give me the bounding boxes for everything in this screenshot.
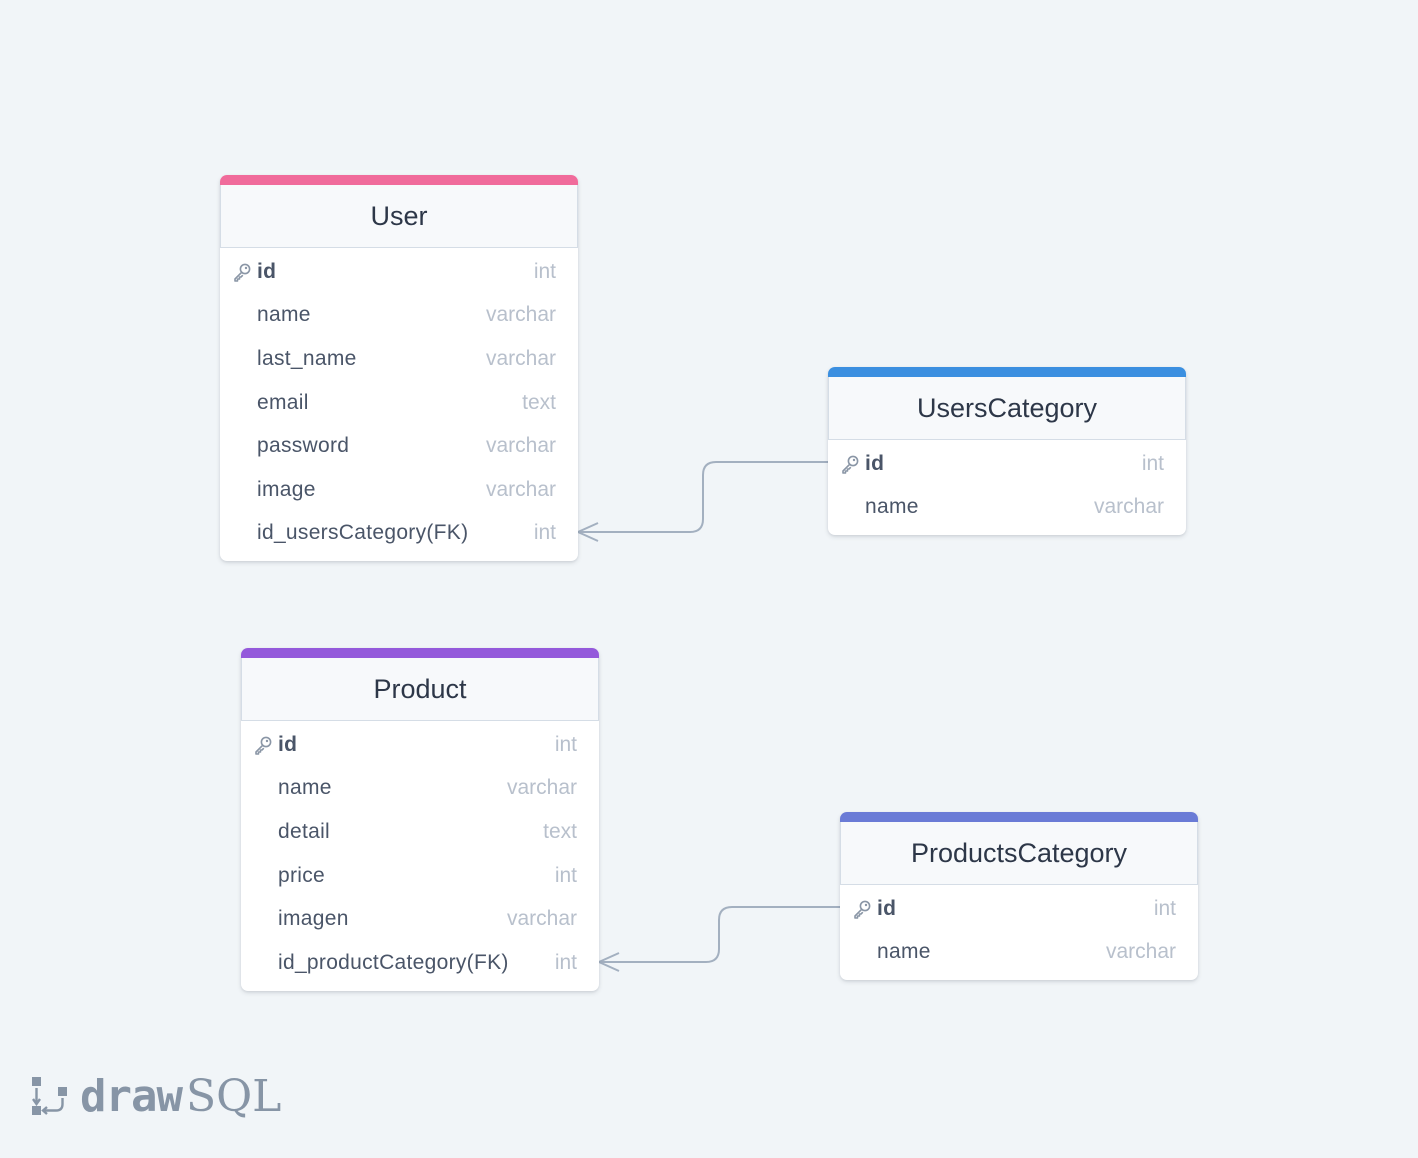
table-column-row[interactable]: id_productCategory(FK) int [241, 941, 599, 985]
table-title[interactable]: ProductsCategory [840, 822, 1198, 885]
table-accent-bar [840, 812, 1198, 822]
column-name: name [865, 495, 919, 519]
column-type: varchar [1093, 495, 1164, 519]
table-column-row[interactable]: id_usersCategory(FK) int [220, 512, 578, 556]
relation-product-productscategory[interactable] [599, 906, 840, 963]
column-type: int [554, 732, 577, 756]
relation-user-userscategory[interactable] [578, 461, 828, 533]
column-type: int [533, 521, 556, 545]
table-column-row[interactable]: name varchar [828, 486, 1186, 530]
column-name: id_usersCategory(FK) [257, 521, 469, 545]
drawsql-brand: draw SQL [30, 1070, 282, 1122]
key-icon [232, 262, 252, 282]
column-name: id [865, 451, 885, 475]
column-type: int [1141, 451, 1164, 475]
column-type: varchar [506, 907, 577, 931]
table-userscategory[interactable]: UsersCategory id int name varchar [828, 367, 1186, 536]
column-type: int [1153, 896, 1176, 920]
column-type: text [543, 819, 577, 843]
column-name: email [257, 390, 309, 414]
drawsql-logo-icon [32, 1077, 67, 1115]
table-columns: id int name varchar [840, 885, 1198, 980]
column-type: varchar [1105, 940, 1176, 964]
table-column-row[interactable]: email text [220, 381, 578, 425]
table-column-row[interactable]: name varchar [840, 931, 1198, 975]
column-type: int [554, 950, 577, 974]
key-icon [852, 899, 872, 919]
column-type: int [554, 863, 577, 887]
column-name: name [257, 303, 311, 327]
table-title[interactable]: User [220, 185, 578, 248]
table-productscategory[interactable]: ProductsCategory id int name varchar [840, 812, 1198, 981]
column-name: image [257, 477, 316, 501]
table-columns: id int name varchar detail text price int imagen… [241, 721, 599, 991]
key-icon [840, 454, 860, 474]
column-name: name [877, 940, 931, 964]
column-type: varchar [485, 346, 556, 370]
table-column-row[interactable]: imagen varchar [241, 897, 599, 941]
column-name: id [877, 896, 897, 920]
column-name: price [278, 863, 326, 887]
crowfoot-user-userscategory [575, 522, 599, 542]
table-column-row[interactable]: id int [828, 442, 1186, 486]
column-type: int [533, 259, 556, 283]
table-column-row[interactable]: password varchar [220, 424, 578, 468]
table-column-row[interactable]: id int [241, 723, 599, 767]
table-columns: id int name varchar [828, 440, 1186, 535]
column-name: detail [278, 819, 331, 843]
column-type: varchar [485, 477, 556, 501]
key-icon [253, 735, 273, 755]
table-accent-bar [220, 175, 578, 185]
table-column-row[interactable]: price int [241, 854, 599, 898]
table-column-row[interactable]: name varchar [241, 767, 599, 811]
column-name: id [257, 259, 277, 283]
column-type: varchar [506, 776, 577, 800]
column-name: password [257, 434, 350, 458]
column-name: id [278, 732, 298, 756]
table-column-row[interactable]: last_name varchar [220, 337, 578, 381]
table-accent-bar [828, 367, 1186, 377]
table-column-row[interactable]: image varchar [220, 468, 578, 512]
table-title[interactable]: Product [241, 658, 599, 721]
table-column-row[interactable]: id int [220, 250, 578, 294]
column-type: text [522, 390, 556, 414]
column-name: name [278, 776, 332, 800]
brand-word-draw: draw [80, 1070, 183, 1122]
column-name: imagen [278, 907, 349, 931]
column-type: varchar [485, 434, 556, 458]
table-column-row[interactable]: name varchar [220, 294, 578, 338]
table-column-row[interactable]: detail text [241, 810, 599, 854]
crowfoot-product-productscategory [596, 952, 620, 972]
column-name: id_productCategory(FK) [278, 950, 509, 974]
table-column-row[interactable]: id int [840, 887, 1198, 931]
column-type: varchar [485, 303, 556, 327]
brand-word-sql: SQL [185, 1070, 282, 1122]
table-accent-bar [241, 648, 599, 658]
table-title[interactable]: UsersCategory [828, 377, 1186, 440]
column-name: last_name [257, 346, 357, 370]
